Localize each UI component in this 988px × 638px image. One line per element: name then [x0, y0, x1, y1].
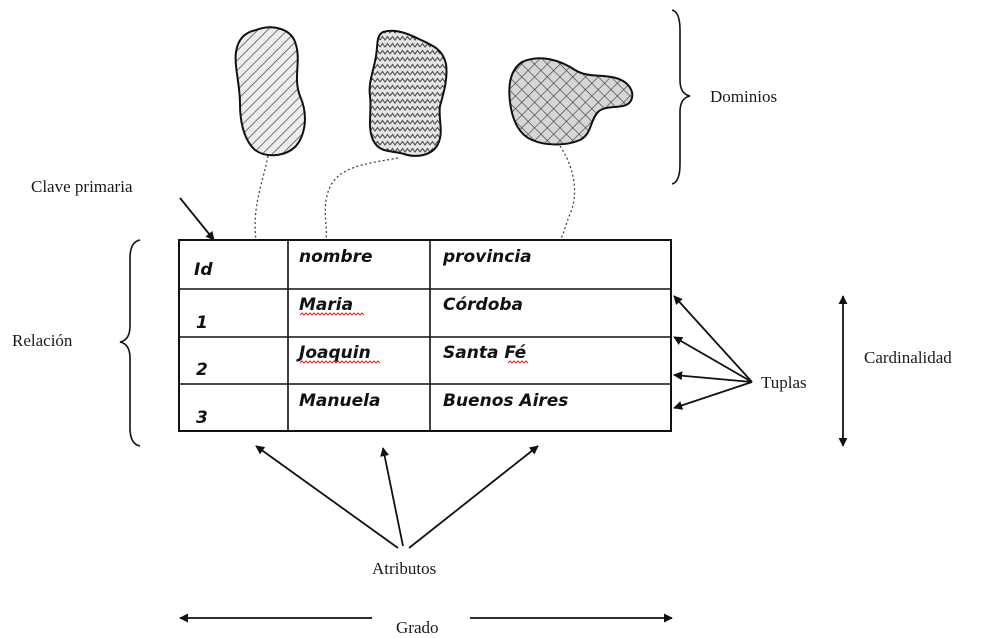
clave-primaria-label: Clave primaria: [31, 177, 133, 196]
tuplas-arrows: [674, 296, 752, 408]
table-cell: Buenos Aires: [443, 391, 568, 411]
table-cell: Manuela: [299, 391, 380, 411]
table-cell: 1: [196, 313, 208, 333]
domain-connector-nombre: [325, 158, 398, 240]
domain-shape-provincia: [509, 58, 632, 144]
header-cell-nombre: nombre: [299, 247, 373, 267]
dominios-label: Dominios: [710, 87, 777, 106]
dominios-brace: [672, 10, 690, 184]
table-cell: Maria: [299, 295, 353, 315]
atributos-label: Atributos: [372, 559, 436, 578]
table-cell: Joaquin: [296, 343, 371, 363]
cardinalidad-label: Cardinalidad: [864, 348, 952, 367]
domain-shape-id: [236, 27, 305, 155]
atributos-arrows: [256, 446, 538, 548]
table-cell: Santa Fé: [443, 343, 527, 363]
domain-connector-id: [255, 156, 268, 240]
grado-label: Grado: [396, 618, 438, 637]
table-cell: 3: [196, 408, 208, 428]
domain-connector-provincia: [560, 146, 575, 240]
tuplas-label: Tuplas: [761, 373, 807, 392]
header-cell-provincia: provincia: [442, 247, 532, 267]
domain-shape-nombre: [370, 31, 447, 156]
table-cell: Córdoba: [443, 295, 523, 315]
table-cell: 2: [196, 360, 208, 380]
relacion-brace: [120, 240, 140, 446]
table-border: [179, 240, 671, 431]
relacion-label: Relación: [12, 331, 73, 350]
relation-table: Id nombre provincia 1 Maria Córdoba 2 Jo…: [179, 240, 671, 431]
header-cell-id: Id: [194, 260, 213, 280]
clave-primaria-arrow: [180, 198, 214, 240]
